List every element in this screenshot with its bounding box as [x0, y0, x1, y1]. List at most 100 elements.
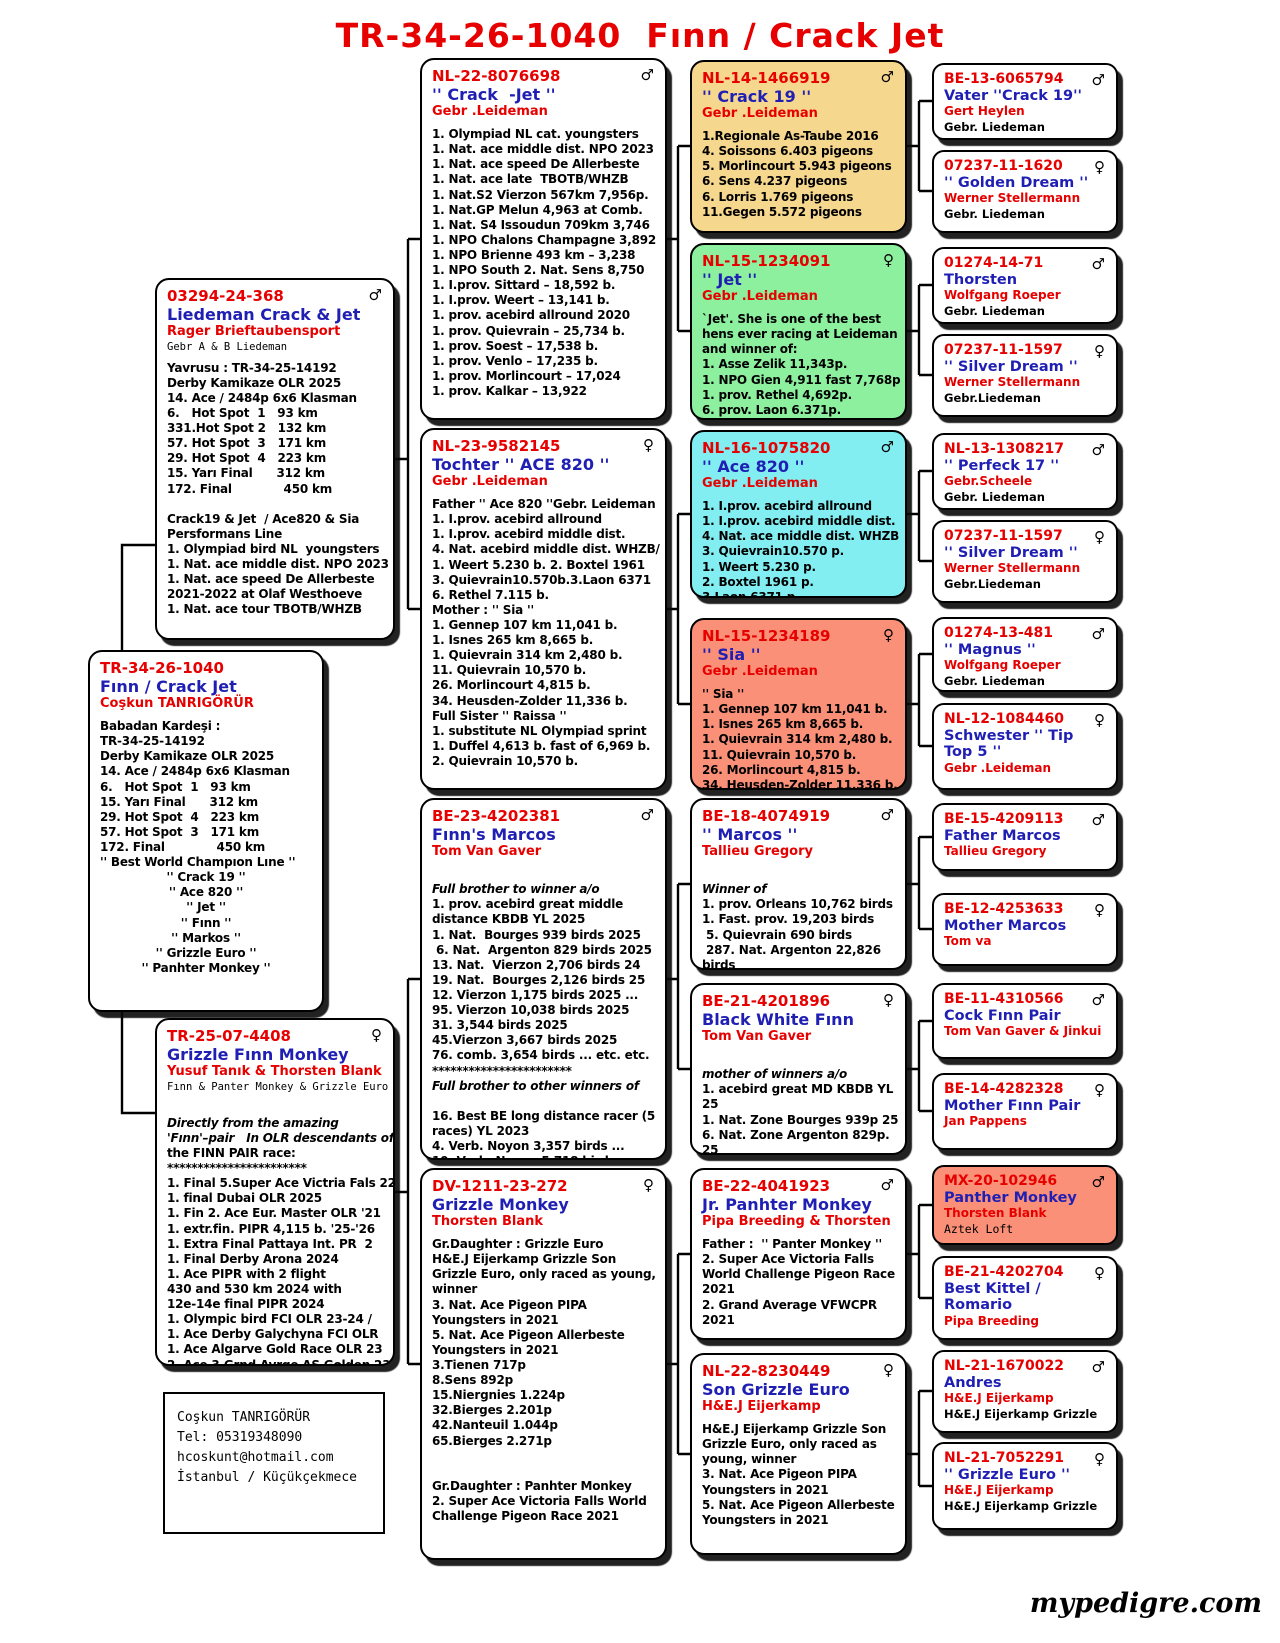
- result-line: 1. I.prov. acebird allround: [702, 499, 872, 514]
- result-line: 57. Hot Spot 3 171 km: [167, 436, 326, 451]
- ring-number: BE-18-4074919: [702, 807, 831, 825]
- result-line: 2. Quievrain 10,570 b.: [432, 753, 578, 768]
- ring-number: NL-16-1075820: [702, 439, 831, 457]
- result-line: 95. Vierzon 10,038 birds 2025: [432, 1003, 630, 1018]
- result-line: Full brother to winner a/o: [432, 882, 600, 897]
- result-line: 1. Isnes 265 km 8,665 b.: [702, 717, 864, 732]
- fancier-name: Werner Stellermann: [944, 561, 1081, 576]
- result-line: 15. Yarı Final 312 km: [167, 466, 325, 481]
- result-line: ***********************: [167, 1161, 307, 1176]
- bird-name: Tochter '' ACE 820 '': [432, 455, 610, 474]
- male-symbol-icon: ♂: [1091, 811, 1105, 829]
- fancier-name: Yusuf Tanık & Thorsten Blank: [167, 1064, 382, 1080]
- result-line: 4. Soissons 6.403 pigeons: [702, 144, 873, 159]
- fancier-name: Pipa Breeding: [944, 1314, 1039, 1329]
- result-line: Youngsters in 2021: [432, 1342, 559, 1357]
- pedigree-box-crackjet: NL-22-8076698♂'' Crack -Jet ''Gebr .Leid…: [420, 58, 667, 420]
- ring-number: BE-13-6065794: [944, 71, 1064, 87]
- contact-line: hcoskunt@hotmail.com: [177, 1450, 334, 1466]
- bird-name: Liedeman Crack & Jet: [167, 305, 361, 324]
- result-line: H&E.J Eijerkamp Grizzle Son: [702, 1422, 887, 1437]
- fancier-name: Gebr .Leideman: [432, 104, 548, 120]
- result-line: 6. Sens 4.237 pigeons: [702, 174, 848, 189]
- result-line: 1. NPO Brienne 493 km – 3,238: [432, 247, 636, 262]
- result-line: 1. substitute NL Olympiad sprint: [432, 723, 647, 738]
- result-line: 5. Morlincourt 5.943 pigeons: [702, 159, 892, 174]
- ring-number: TR-34-26-1040: [100, 659, 224, 677]
- result-line: TR-34-25-14192: [100, 734, 205, 749]
- result-line: 6. prov. Laon 6.371p.: [702, 402, 842, 417]
- male-symbol-icon: ♂: [1091, 991, 1105, 1009]
- bird-name: Andres: [944, 1374, 1002, 1391]
- result-line: '' Ace 820 '': [168, 885, 244, 900]
- fancier-name: Werner Stellermann: [944, 375, 1081, 390]
- bird-name: '' Sia '': [702, 645, 761, 664]
- bird-name: Thorsten: [944, 271, 1018, 288]
- female-symbol-icon: ♀: [883, 251, 894, 269]
- result-line: 29. Hot Spot 4 223 km: [167, 451, 326, 466]
- result-line: Winner of: [702, 882, 767, 897]
- pedigree-box-crack19: NL-14-1466919♂'' Crack 19 ''Gebr .Leidem…: [690, 60, 907, 233]
- result-line: 1. acebird great MD KBDB YL: [702, 1082, 894, 1097]
- fancier-name: Coşkun TANRIGÖRÜR: [100, 696, 254, 712]
- pedigree-box-tochter: NL-23-9582145♀Tochter '' ACE 820 ''Gebr …: [420, 428, 667, 790]
- pedigree-box-g23: NL-12-1084460♀Schwester '' Tip Top 5 ''G…: [932, 703, 1118, 790]
- contact-line: Tel: 05319348090: [177, 1430, 303, 1446]
- result-line: '' Jet '': [186, 900, 226, 915]
- result-line: 1. prov. Rethel 4,692p.: [702, 387, 853, 402]
- ring-number: NL-13-1308217: [944, 441, 1064, 457]
- result-line: [167, 497, 383, 512]
- male-symbol-icon: ♂: [880, 1176, 894, 1194]
- result-line: 2. Ace 3.Grnd Avrge AS Golden 23: [167, 1357, 391, 1366]
- result-line: 32.Bierges 2.201p: [432, 1403, 552, 1418]
- result-line: 57. Hot Spot 3 171 km: [100, 824, 259, 839]
- result-line: 1. final Dubai OLR 2025: [167, 1191, 322, 1206]
- bird-name: Grizzle Monkey: [432, 1195, 569, 1214]
- result-line: 1. Olympiad bird NL youngsters: [167, 542, 380, 557]
- result-line: `Jet'. She is one of the best: [702, 312, 881, 327]
- bird-name: '' Silver Dream '': [944, 544, 1078, 561]
- result-line: 1. Ace Algarve Gold Race OLR 23: [167, 1342, 383, 1357]
- bird-name: Panther Monkey: [944, 1189, 1077, 1206]
- result-line: 2. Grand Average VFWCPR: [702, 1297, 877, 1312]
- result-line: 1. Nat. Bourges 939 birds 2025: [432, 927, 641, 942]
- result-line: 1. Quievrain 314 km 2,480 b.: [432, 648, 623, 663]
- fancier-name: H&E.J Eijerkamp: [944, 1483, 1054, 1498]
- results-list: '' Sia ''1. Gennep 107 km 11,041 b.1. Is…: [702, 687, 898, 788]
- male-symbol-icon: ♂: [1091, 71, 1105, 89]
- bird-name: Cock Fınn Pair: [944, 1007, 1061, 1024]
- result-line: 1. Olympic bird FCI OLR 23-24 /: [167, 1312, 372, 1327]
- ring-number: NL-15-1234189: [702, 627, 831, 645]
- fancier-name: Gebr .Leideman: [702, 289, 818, 305]
- result-line: the FINN PAIR race:: [167, 1146, 296, 1161]
- male-symbol-icon: ♂: [1091, 625, 1105, 643]
- result-line: 172. Final 450 km: [167, 481, 333, 496]
- result-line: 1. Quievrain 314 km 2,480 b.: [702, 732, 893, 747]
- result-line: 1. NPO Gien 4,911 fast 7,768p: [702, 372, 901, 387]
- result-line: 11. Quievrain 10,570 b.: [432, 663, 587, 678]
- result-line: 1. I.prov. acebird middle dist.: [432, 527, 626, 542]
- result-line: Father : '' Panter Monkey '': [702, 1237, 882, 1252]
- ring-number: 01274-13-481: [944, 625, 1054, 641]
- bird-name: Mother Fınn Pair: [944, 1097, 1081, 1114]
- result-line: 1. prov. Kalkar – 13,922: [432, 383, 587, 398]
- result-line: 1.Regionale As-Taube 2016: [702, 129, 879, 144]
- result-line: [432, 1449, 655, 1464]
- ring-number: NL-22-8230449: [702, 1362, 831, 1380]
- result-line: 1. Olympiad NL cat. youngsters: [432, 127, 639, 142]
- pedigree-box-g17: 07237-11-1620♀'' Golden Dream ''Werner S…: [932, 150, 1118, 233]
- result-line: young, winner: [702, 1452, 797, 1467]
- result-line: 45.Vierzon 3,667 birds 2025: [432, 1033, 618, 1048]
- result-line: [702, 867, 895, 882]
- pedigree-box-g22: 01274-13-481♂'' Magnus ''Wolfgang Roeper…: [932, 617, 1118, 692]
